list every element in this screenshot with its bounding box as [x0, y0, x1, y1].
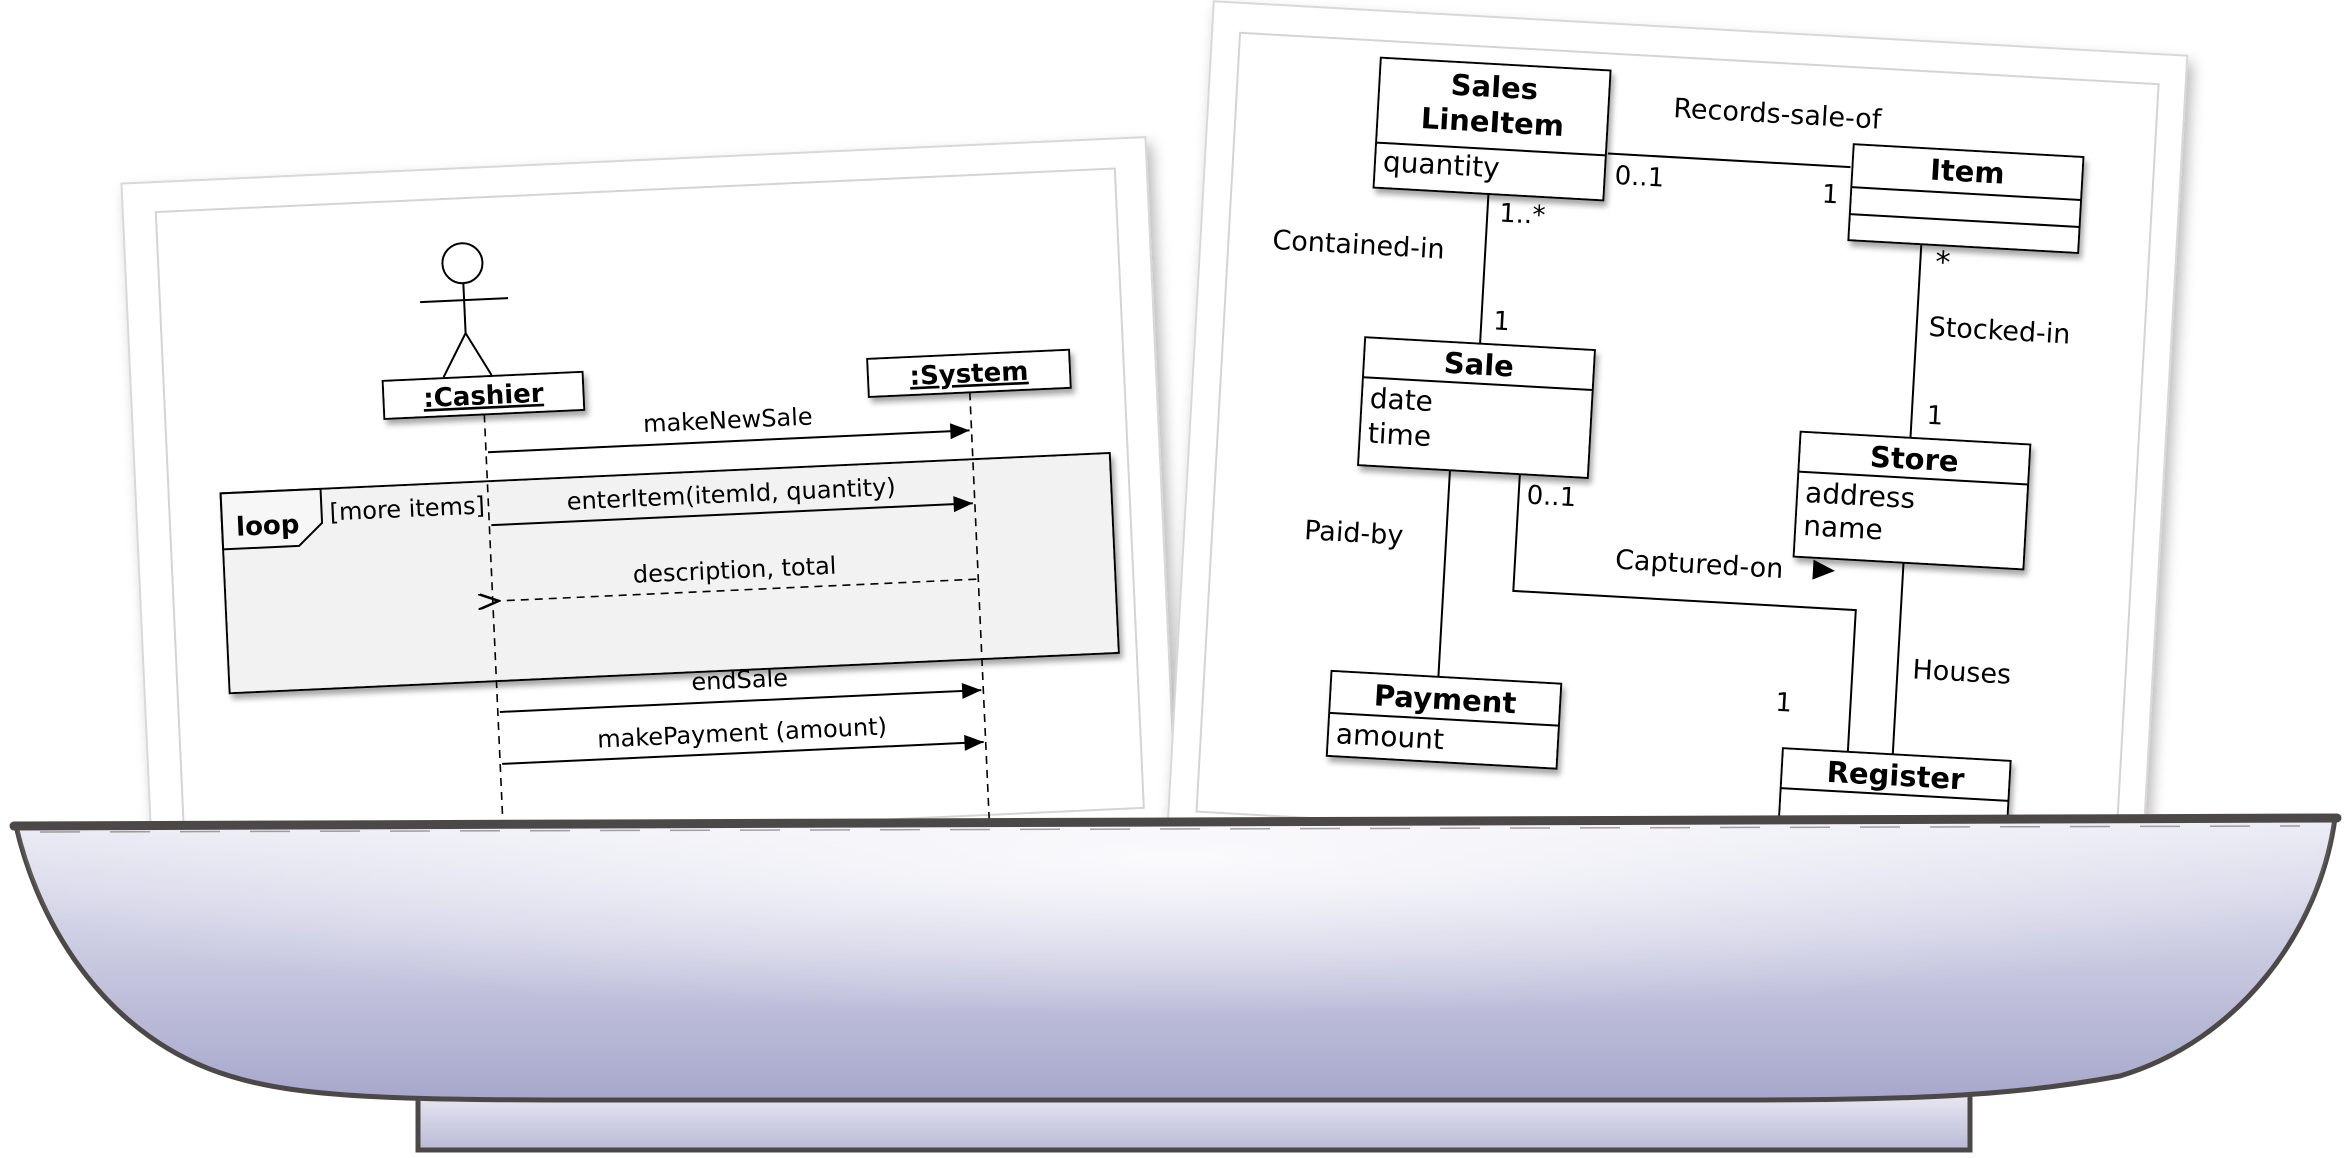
domain-model-card: Sales LineItem quantity Item Sale date t…	[1166, 0, 2189, 891]
class-store: Store address name	[1792, 430, 2032, 571]
class-box	[1792, 430, 2032, 571]
enter-item-arrow	[491, 496, 973, 527]
paid-by-line	[1437, 470, 1451, 677]
end-sale-arrow	[499, 682, 982, 713]
make-payment-arrow	[502, 734, 984, 765]
contained-in-line	[1479, 193, 1490, 344]
attribute-amount: amount	[1335, 717, 1445, 756]
make-new-sale-arrow	[487, 423, 970, 454]
class-box	[1357, 336, 1596, 479]
bowl-container	[9, 813, 2342, 1153]
class-name: Store	[1869, 440, 1959, 479]
class-divider	[1362, 376, 1593, 392]
captured-on-direction-icon	[1812, 559, 1835, 580]
attribute-time: time	[1367, 417, 1432, 453]
class-divider	[1780, 787, 2009, 802]
attribute-date: date	[1369, 382, 1434, 418]
class-sales-line-item: Sales LineItem quantity	[1372, 56, 1612, 202]
end-sale-label: endSale	[691, 664, 789, 696]
loop-frame	[219, 451, 1120, 695]
assoc-houses: Houses	[1912, 654, 2012, 690]
attribute-quantity: quantity	[1382, 145, 1500, 184]
class-name-line1: Sales	[1450, 68, 1539, 107]
class-sale: Sale date time	[1357, 336, 1596, 479]
loop-operator-label: loop	[236, 510, 301, 543]
system-label: :System	[909, 357, 1029, 392]
system-lifeline	[969, 392, 991, 820]
loop-operator-tab	[219, 487, 324, 551]
stocked-in-line	[1909, 245, 1923, 438]
records-sale-of-line	[1607, 152, 1851, 169]
cashier-label: :Cashier	[423, 379, 545, 414]
bowl-rim	[9, 813, 2342, 831]
cashier-lifeline	[483, 414, 505, 842]
loop-fragment: loop [more items]	[219, 451, 1120, 695]
bowl-highlight	[16, 818, 2335, 1100]
class-name: Register	[1826, 755, 1966, 797]
houses-line	[1891, 562, 1905, 755]
class-name: Payment	[1373, 678, 1517, 720]
class-divider	[1329, 711, 1559, 727]
mult-sli-item-near-item: 1	[1821, 180, 1839, 211]
class-name: Item	[1929, 153, 2005, 191]
mult-sli-item-near-sli: 0..1	[1614, 161, 1665, 194]
class-box	[1372, 56, 1612, 202]
assoc-paid-by: Paid-by	[1303, 515, 1404, 551]
class-divider	[1851, 186, 2082, 202]
class-item: Item	[1847, 143, 2085, 254]
mult-item-store-near-item: *	[1934, 245, 1951, 281]
actor-stick-figure-icon	[420, 242, 509, 378]
bowl-rim-sketch	[39, 825, 2301, 833]
captured-on-line	[1512, 474, 1857, 752]
mult-item-store-near-store: 1	[1926, 401, 1944, 432]
card-background	[1166, 0, 2189, 891]
class-payment: Payment amount	[1325, 669, 1563, 770]
class-divider	[1376, 141, 1606, 157]
class-divider	[1849, 213, 2080, 228]
class-name: Sale	[1443, 346, 1515, 384]
attribute-name: name	[1802, 509, 1883, 546]
attribute-address: address	[1804, 476, 1916, 515]
sequence-diagram-card: :Cashier :System loop [more items] makeN…	[120, 136, 1179, 884]
class-box	[1847, 143, 2085, 254]
class-name-line2: LineItem	[1420, 101, 1565, 143]
return-arrow	[499, 578, 977, 601]
class-divider	[1798, 470, 2029, 486]
mult-sale-register-near-sale: 0..1	[1526, 481, 1577, 514]
mult-sli-sale-near-sli: 1..*	[1499, 199, 1547, 232]
mult-sale-register-near-register: 1	[1775, 688, 1793, 719]
mult-sli-sale-near-sale: 1	[1492, 306, 1510, 337]
